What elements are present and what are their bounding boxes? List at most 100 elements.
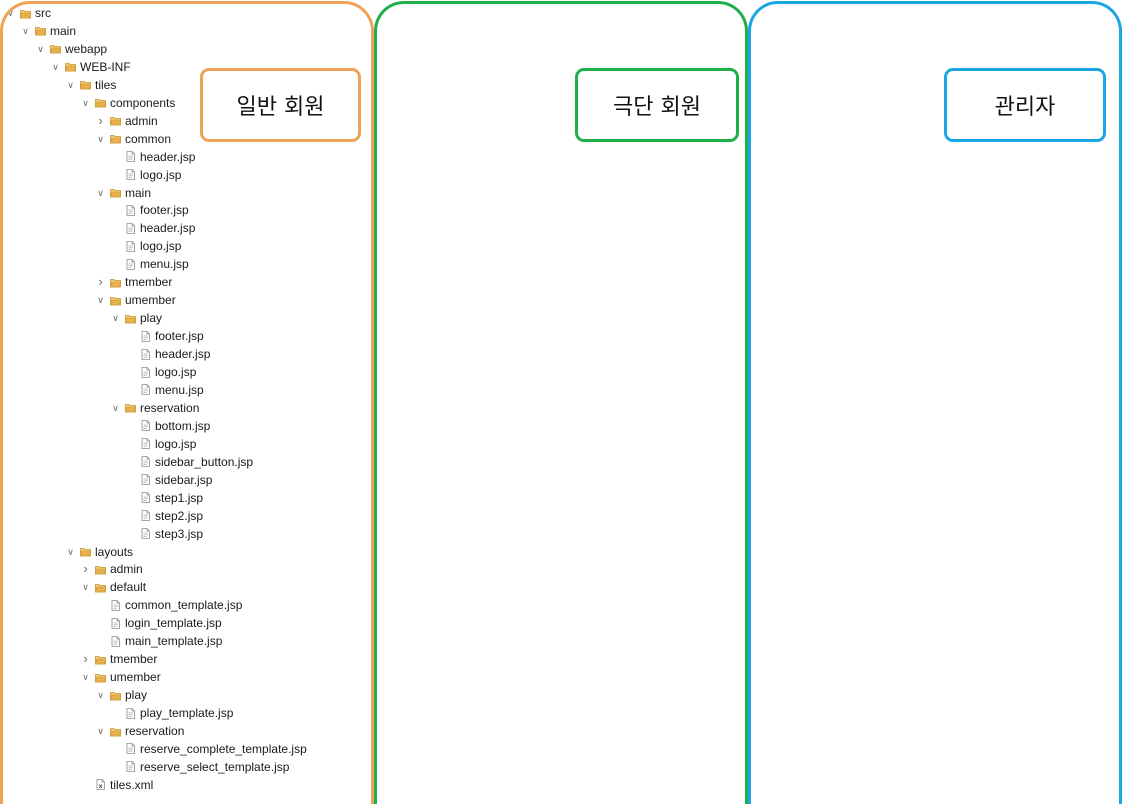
tree-file-row[interactable]: header.jsp [140, 346, 210, 362]
chevron-down-icon[interactable]: ∨ [97, 133, 104, 144]
tree-file-row[interactable]: menu.jsp [140, 382, 204, 398]
folder-icon [110, 187, 121, 198]
chevron-right-icon[interactable]: › [98, 112, 103, 128]
chevron-right-icon[interactable]: › [83, 561, 88, 577]
tree-item-label: logo.jsp [140, 239, 182, 254]
jsp-file-icon [125, 707, 136, 719]
tree-file-row[interactable]: play_template.jsp [125, 705, 233, 721]
tree-item-label: play_template.jsp [140, 706, 234, 721]
chevron-down-icon[interactable]: ∨ [37, 43, 44, 54]
tree-item-label: menu.jsp [140, 257, 189, 272]
tree-item-label: default [110, 580, 147, 595]
tree-item-label: main_template.jsp [125, 634, 223, 649]
tree-folder-row[interactable]: › tmember [96, 274, 172, 290]
tree-file-row[interactable]: login_template.jsp [110, 615, 222, 631]
jsp-file-icon [140, 438, 151, 450]
jsp-file-icon [125, 743, 136, 755]
chevron-down-icon[interactable]: ∨ [7, 8, 14, 18]
chevron-down-icon[interactable]: ∨ [97, 295, 104, 306]
tree-folder-row[interactable]: ∨common [96, 131, 171, 147]
chevron-down-icon[interactable]: ∨ [52, 61, 59, 72]
tree-folder-row[interactable]: ∨ reservation [111, 400, 199, 416]
tree-item-label: footer.jsp [155, 329, 204, 344]
tree-folder-row[interactable]: ∨webapp [36, 41, 107, 57]
chevron-right-icon[interactable]: › [83, 651, 88, 667]
chevron-down-icon[interactable]: ∨ [82, 97, 89, 108]
tree-folder-row[interactable]: ∨ layouts [66, 544, 133, 560]
tree-item-label: layouts [95, 544, 134, 559]
tree-file-row[interactable]: step1.jsp [140, 490, 203, 506]
tree-file-row[interactable]: sidebar.jsp [140, 472, 212, 488]
tree-file-row[interactable]: logo.jsp [140, 364, 196, 380]
tree-item-label: tmember [125, 275, 173, 290]
chevron-down-icon[interactable]: ∨ [82, 672, 89, 683]
tree-file-row[interactable]: logo.jsp [125, 167, 181, 183]
tree-file-row[interactable]: menu.jsp [125, 256, 189, 272]
chevron-down-icon[interactable]: ∨ [67, 546, 74, 557]
panel-general-member: ∨src∨main∨webapp∨WEB-INF∨tiles∨component… [0, 0, 378, 794]
tree-item-label: src [35, 6, 51, 20]
chevron-down-icon[interactable]: ∨ [112, 402, 119, 413]
tree-folder-row[interactable]: ∨ default [81, 579, 146, 595]
jsp-file-icon [140, 384, 151, 396]
tree-item-label: header.jsp [140, 221, 196, 236]
tree-file-row[interactable]: logo.jsp [125, 238, 181, 254]
tree-file-row[interactable]: step3.jsp [140, 526, 203, 542]
tree-file-row[interactable]: main_template.jsp [110, 633, 222, 649]
tree-folder-row[interactable]: ∨WEB-INF [51, 59, 130, 75]
tree-folder-row[interactable]: ∨components [81, 95, 175, 111]
tree-item-label: reserve_select_template.jsp [140, 759, 290, 774]
chevron-down-icon[interactable]: ∨ [22, 25, 29, 36]
panel-title-admin: 관리자 [944, 68, 1106, 142]
tree-item-label: menu.jsp [155, 382, 204, 397]
chevron-down-icon[interactable]: ∨ [112, 313, 119, 324]
chevron-right-icon[interactable]: › [98, 274, 103, 290]
jsp-file-icon [140, 420, 151, 432]
chevron-down-icon[interactable]: ∨ [82, 582, 89, 593]
tree-folder-row[interactable]: ∨tiles [66, 77, 116, 93]
tree-file-row[interactable]: header.jsp [125, 220, 195, 236]
tree-file-row[interactable]: logo.jsp [140, 436, 196, 452]
jsp-file-icon [125, 151, 136, 162]
chevron-down-icon[interactable]: ∨ [67, 79, 74, 90]
tree-file-row[interactable]: footer.jsp [125, 202, 189, 218]
tree-file-row[interactable]: header.jsp [125, 149, 195, 165]
tree-file-row[interactable]: reserve_complete_template.jsp [125, 741, 307, 757]
tree-folder-row[interactable]: ∨play [111, 310, 162, 326]
tree-item-label: play [125, 688, 148, 703]
jsp-file-icon [140, 528, 151, 539]
chevron-down-icon[interactable]: ∨ [97, 187, 104, 198]
folder-icon [110, 115, 121, 126]
tree-folder-row[interactable]: ∨ play [96, 687, 147, 703]
tree-file-row[interactable]: bottom.jsp [140, 418, 210, 434]
tree-file-row[interactable]: common_template.jsp [110, 597, 242, 613]
jsp-file-icon [140, 366, 151, 378]
jsp-file-icon [110, 617, 121, 629]
tree-folder-row[interactable]: ∨umember [81, 669, 160, 685]
jsp-file-icon [125, 222, 136, 234]
tree-folder-row[interactable]: ∨reservation [96, 723, 184, 739]
tree-folder-row[interactable]: ›admin [81, 561, 142, 577]
tree-file-row[interactable]: footer.jsp [140, 328, 204, 344]
tree-item-label: header.jsp [155, 347, 211, 362]
tree-folder-row[interactable]: ›tmember [81, 651, 157, 667]
tree-folder-row[interactable]: ∨umember [96, 292, 175, 308]
tree-file-row[interactable]: step2.jsp [140, 508, 203, 524]
tree-folder-row[interactable]: ∨ main [21, 23, 76, 39]
tree-file-row[interactable]: reserve_select_template.jsp [125, 759, 289, 775]
folder-icon [110, 690, 121, 701]
jsp-file-icon [140, 330, 151, 342]
tree-folder-row[interactable]: ∨main [96, 185, 151, 201]
tree-file-row[interactable]: sidebar_button.jsp [140, 454, 253, 470]
jsp-file-icon [140, 456, 151, 468]
chevron-down-icon[interactable]: ∨ [97, 690, 104, 701]
tree-folder-row[interactable]: ∨ src [6, 5, 51, 21]
folder-icon [80, 546, 91, 557]
tree-item-label: main [50, 23, 77, 38]
tree-item-label: reservation [140, 400, 200, 415]
panel-title-general-member: 일반 회원 [200, 68, 361, 142]
chevron-down-icon[interactable]: ∨ [97, 726, 104, 736]
tree-folder-row[interactable]: ›admin [96, 112, 157, 129]
jsp-file-icon [125, 169, 136, 180]
